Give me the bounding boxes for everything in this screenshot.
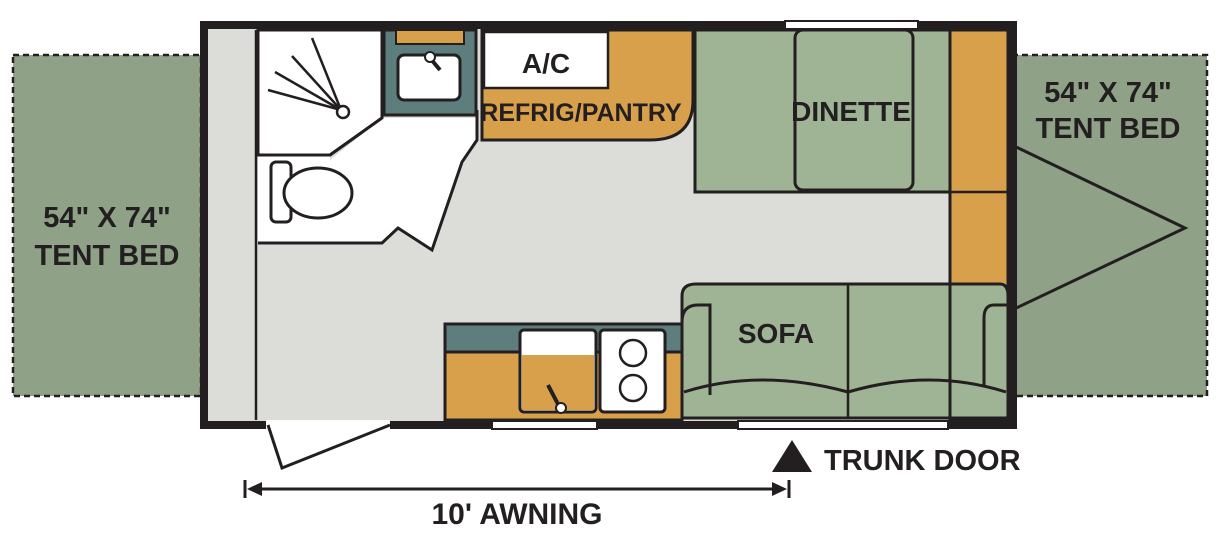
tent-bed-hitch-outline [1011,143,1189,312]
sofa-arm-left [680,303,712,395]
trailer-outer-wall [200,21,1017,429]
vanity-top-cabinet [395,29,465,45]
awning-arrow-left-icon [247,482,262,496]
right-tent-bed-size: 54" X 74" [1044,77,1171,109]
awning-dimension [243,480,791,498]
entry-door [266,423,391,470]
right-tent-bed-type: TENT BED [1036,113,1181,145]
sofa-label: SOFA [738,318,814,349]
window-bottom-left [491,420,598,430]
faucet-icon [424,51,442,72]
window-top [784,20,919,30]
shower-head-icon [267,37,351,120]
left-tent-bed-type: TENT BED [35,240,180,272]
sofa [680,282,1010,420]
right-tent-bed [1010,53,1209,398]
trunk-door-arrow-icon [772,440,812,472]
trunk-door-label: TRUNK DOOR [824,445,1021,477]
left-tent-bed-size: 54" X 74" [43,202,170,234]
left-tent-bed [11,53,203,398]
bathroom-wall [258,30,479,253]
toilet-icon [269,160,354,224]
refrig-pantry-label: REFRIG/PANTRY [480,99,682,127]
window-bottom-right [737,420,949,430]
awning-label: 10' AWNING [431,498,602,531]
stove [598,328,667,414]
dinette-label: DINETTE [791,96,911,127]
ac-label: A/C [522,48,570,79]
stove-burners-icon [618,338,648,403]
sofa-arm-right [982,303,1008,385]
galley-faucet-icon [546,384,567,414]
ac-unit [482,30,610,90]
awning-arrow-right-icon [772,482,787,496]
